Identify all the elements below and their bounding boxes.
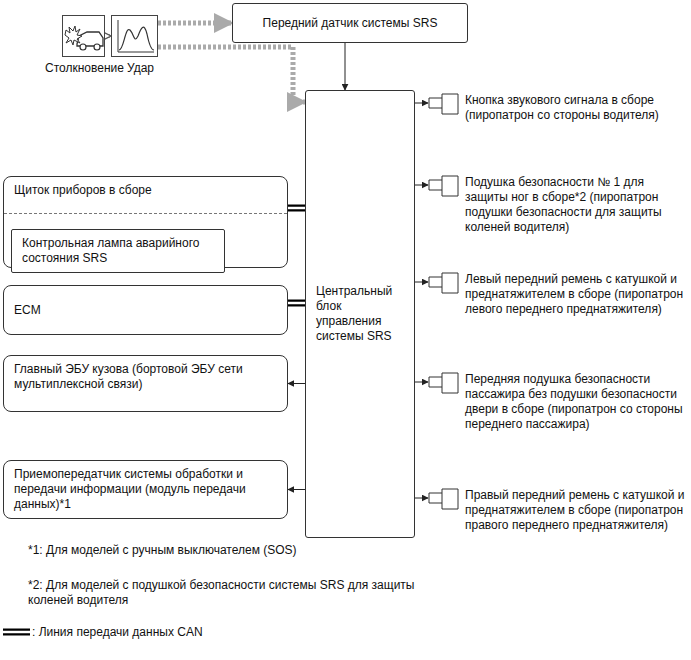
signal-arrow <box>415 382 428 383</box>
node-text: Щиток приборов в сборе <box>14 183 277 198</box>
signal-arrow <box>415 498 428 499</box>
node-text: Приемопередатчик системы обработки и пер… <box>14 467 277 512</box>
legend-text: : Линия передачи данных CAN <box>32 625 203 640</box>
warning-lamp-box: Контрольная лампа аварийного состояния S… <box>11 229 225 273</box>
node-text: Столкновение <box>45 61 129 76</box>
signal-arrow <box>415 103 428 104</box>
footnote: *2: Для моделей с подушкой безопасности … <box>28 578 428 608</box>
node-text: Левый передний ремень с катушкой и предн… <box>465 272 688 317</box>
can-line <box>288 208 305 209</box>
crash-icon <box>62 15 105 57</box>
signal-arrow <box>106 36 110 37</box>
signal-arrow <box>158 23 232 24</box>
transceiver-box: Приемопередатчик системы обработки и пер… <box>3 460 288 519</box>
node-text: Подушка безопасности № 1 для защиты ног … <box>465 175 688 235</box>
divider-line <box>4 213 287 214</box>
node-text: Удар <box>127 61 171 76</box>
node-text: ECM <box>14 303 41 318</box>
connector-symbol <box>428 372 462 394</box>
body-ecu-box: Главный ЭБУ кузова (бортовой ЭБУ сети му… <box>3 355 288 412</box>
ecm-box: ECM <box>3 285 288 335</box>
footnote: *1: Для моделей с ручным выключателем (S… <box>28 543 628 558</box>
node-text: Центральный блок управления системы SRS <box>316 284 404 344</box>
sensor-box: Передний датчик системы SRS <box>232 3 468 43</box>
signal-arrow <box>158 47 305 102</box>
impact-graph <box>111 15 158 57</box>
signal-arrow <box>415 282 428 283</box>
squib-connector: Передняя подушка безопасности пассажира … <box>428 372 688 432</box>
node-text: Главный ЭБУ кузова (бортовой ЭБУ сети му… <box>14 362 277 392</box>
signal-arrow <box>288 383 305 384</box>
cluster-box: Щиток приборов в сбореКонтрольная лампа … <box>3 176 288 268</box>
node-text: Передняя подушка безопасности пассажира … <box>465 372 688 432</box>
connector-symbol <box>428 272 462 294</box>
signal-arrow <box>288 489 305 490</box>
squib-connector: Подушка безопасности № 1 для защиты ног … <box>428 175 688 235</box>
squib-connector: Правый передний ремень с катушкой и пред… <box>428 488 688 533</box>
node-text: Передний датчик системы SRS <box>263 16 438 31</box>
node-text: Правый передний ремень с катушкой и пред… <box>465 488 688 533</box>
node-text: Кнопка звукового сигнала в сборе (пиропа… <box>465 93 688 123</box>
connector-symbol <box>428 93 462 115</box>
can-line <box>288 303 305 304</box>
node-text: Контрольная лампа аварийного состояния S… <box>22 236 214 266</box>
signal-arrow <box>345 43 346 90</box>
connector-symbol <box>428 488 462 510</box>
signal-arrow <box>415 185 428 186</box>
squib-connector: Левый передний ремень с катушкой и предн… <box>428 272 688 317</box>
connector-symbol <box>428 175 462 197</box>
airbag-ecu-box: Центральный блок управления системы SRS <box>305 90 415 538</box>
squib-connector: Кнопка звукового сигнала в сборе (пиропа… <box>428 93 688 123</box>
